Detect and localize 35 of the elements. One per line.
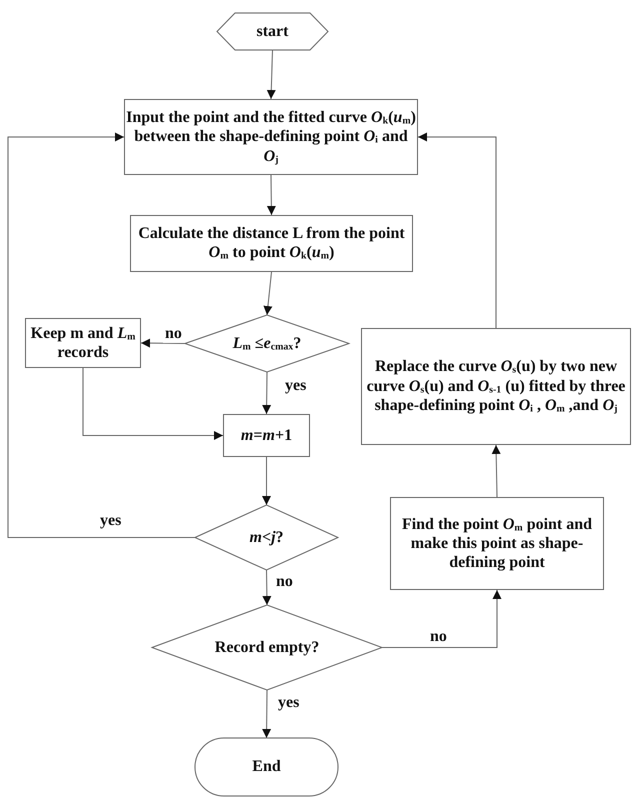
arrow bbox=[262, 456, 271, 506]
decision-diamond bbox=[195, 505, 338, 570]
process-box bbox=[130, 215, 413, 272]
node-text: start bbox=[256, 22, 288, 42]
arrow bbox=[266, 50, 276, 100]
arrow bbox=[262, 690, 272, 738]
arrow bbox=[262, 570, 272, 606]
process-box bbox=[223, 414, 310, 457]
node-text: m=m+1 bbox=[240, 426, 292, 446]
node-text: L$_{m}$ ≤e$_{cmax}$? bbox=[232, 334, 302, 354]
arrow bbox=[418, 132, 496, 328]
arrow bbox=[492, 444, 501, 498]
process-box bbox=[124, 99, 418, 175]
node-text: m<j? bbox=[249, 528, 284, 548]
start-terminal bbox=[217, 13, 328, 50]
arrow bbox=[266, 174, 276, 216]
decision-diamond bbox=[152, 605, 382, 690]
end-terminal bbox=[195, 738, 338, 796]
arrow bbox=[82, 368, 224, 440]
process-box bbox=[361, 328, 631, 445]
node-text: Keep m and L$_{m}$ records bbox=[30, 324, 136, 362]
process-box bbox=[390, 497, 604, 590]
arrow bbox=[382, 590, 502, 648]
node-text: Replace the curve O$_{s}$(u) by two new curve O$_{s}$(u) and O$_{s-1}$ (u) fitted by three shape-defining point O$_{i}$ , O$_{m}$ ,and O$_{j}$ bbox=[366, 357, 626, 416]
process-box bbox=[25, 318, 141, 368]
node-text: Input the point and the fitted curve O$_{k}$(u$_{m}$) between the shape-defining point O$_{i}$ and O$_{j}$ bbox=[126, 108, 416, 166]
node-text: End bbox=[252, 757, 281, 777]
arrow bbox=[262, 372, 272, 414]
arrow bbox=[8, 132, 196, 538]
arrow bbox=[140, 338, 186, 348]
decision-diamond bbox=[185, 315, 349, 372]
arrow bbox=[263, 272, 272, 316]
node-text: Find the point O$_{m}$ point and make this point as shape-defining point bbox=[400, 514, 594, 572]
node-text: Calculate the distance L from the point O$_{m}$ to point O$_{k}$(u$_{m}$) bbox=[137, 224, 406, 263]
node-text: Record empty? bbox=[214, 638, 320, 658]
